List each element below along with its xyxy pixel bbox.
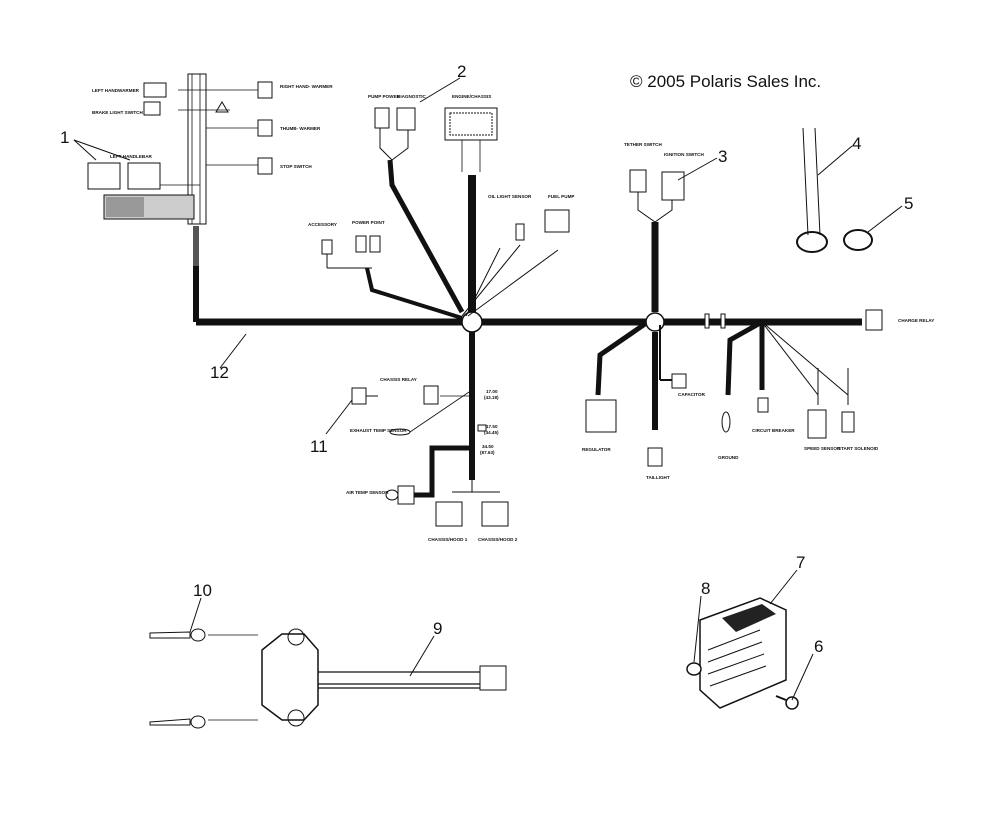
main-harness [193, 159, 862, 498]
lower-connectors [351, 373, 855, 527]
label-engine-chassis: ENGINE/CHASSIS [452, 94, 491, 99]
label-diagnostic: DIAGNOSTIC [397, 94, 427, 99]
label-pump-power: PUMP POWER [368, 94, 401, 99]
dimension-labels: 17.00 (43.18) 17.50 (44.45) 34.50 (87.63… [480, 389, 499, 455]
label-stop-switch: STOP SWITCH [280, 164, 312, 169]
cable-ties [796, 127, 873, 253]
dim-2-mm: 17.50 [486, 424, 498, 429]
label-taillight: TAILLIGHT [646, 475, 670, 480]
label-ignition-switch: IGNITION SWITCH [664, 152, 704, 157]
callout-5: 5 [904, 194, 913, 213]
label-charge-relay: CHARGE RELAY [898, 318, 934, 323]
callout-9: 9 [433, 619, 442, 638]
callout-11: 11 [310, 437, 328, 456]
label-air-temp-sensor: AIR TEMP SENSOR [346, 490, 389, 495]
callout-4: 4 [852, 134, 861, 153]
component-labels: LEFT HANDWARMER BRAKE LIGHT SWITCH RIGHT… [92, 84, 934, 542]
callout-leaders [73, 77, 903, 701]
label-accessory: ACCESSORY [308, 222, 337, 227]
label-capacitor: CAPACITOR [678, 392, 706, 397]
copyright-text: © 2005 Polaris Sales Inc. [630, 72, 822, 91]
label-left-handwarmer: LEFT HANDWARMER [92, 88, 140, 93]
label-oil-light-sensor: OIL LIGHT SENSOR [488, 194, 532, 199]
label-chassis-hood-1: CHASSIS/HOOD 1 [428, 537, 468, 542]
callout-8: 8 [701, 579, 710, 598]
dim-2-in: (44.45) [484, 430, 499, 435]
label-power-point: POWER POINT [352, 220, 385, 225]
rivets-part-10 [149, 628, 206, 729]
label-chassis-relay: CHASSIS RELAY [380, 377, 417, 382]
callout-10: 10 [193, 581, 212, 600]
label-tether-switch: TETHER SWITCH [624, 142, 662, 147]
label-right-handwarmer: RIGHT HAND- WARMER [280, 84, 333, 89]
module-part-9 [208, 628, 507, 727]
label-start-solenoid: START SOLENOID [838, 446, 879, 451]
top-connectors [321, 107, 883, 331]
label-exhaust-temp-sensor: EXHAUST TEMP SENSOR [350, 428, 407, 433]
label-regulator: REGULATOR [582, 447, 611, 452]
callout-6: 6 [814, 637, 823, 656]
label-left-handlebar: LEFT HANDLEBAR [110, 154, 153, 159]
dim-1-mm: 17.00 [486, 389, 498, 394]
callout-3: 3 [718, 147, 727, 166]
label-ground: GROUND [718, 455, 739, 460]
dim-1-in: (43.18) [484, 395, 499, 400]
label-thumb-warmer: THUMB- WARMER [280, 126, 321, 131]
label-brake-light-switch: BRAKE LIGHT SWITCH [92, 110, 143, 115]
dim-3-in: (87.63) [480, 450, 495, 455]
callout-1: 1 [60, 128, 69, 147]
handlebar-subharness [87, 73, 273, 225]
dim-3-mm: 34.50 [482, 444, 494, 449]
callout-12: 12 [210, 363, 229, 382]
callout-numbers: 1 2 3 4 5 6 7 8 9 10 11 12 [60, 62, 913, 656]
regulator-parts [686, 597, 799, 710]
callout-7: 7 [796, 553, 805, 572]
label-fuel-pump: FUEL PUMP [548, 194, 574, 199]
callout-2: 2 [457, 62, 466, 81]
label-chassis-hood-2: CHASSIS/HOOD 2 [478, 537, 518, 542]
label-speed-sensor: SPEED SENSOR [804, 446, 841, 451]
label-circuit-breaker: CIRCUIT BREAKER [752, 428, 795, 433]
